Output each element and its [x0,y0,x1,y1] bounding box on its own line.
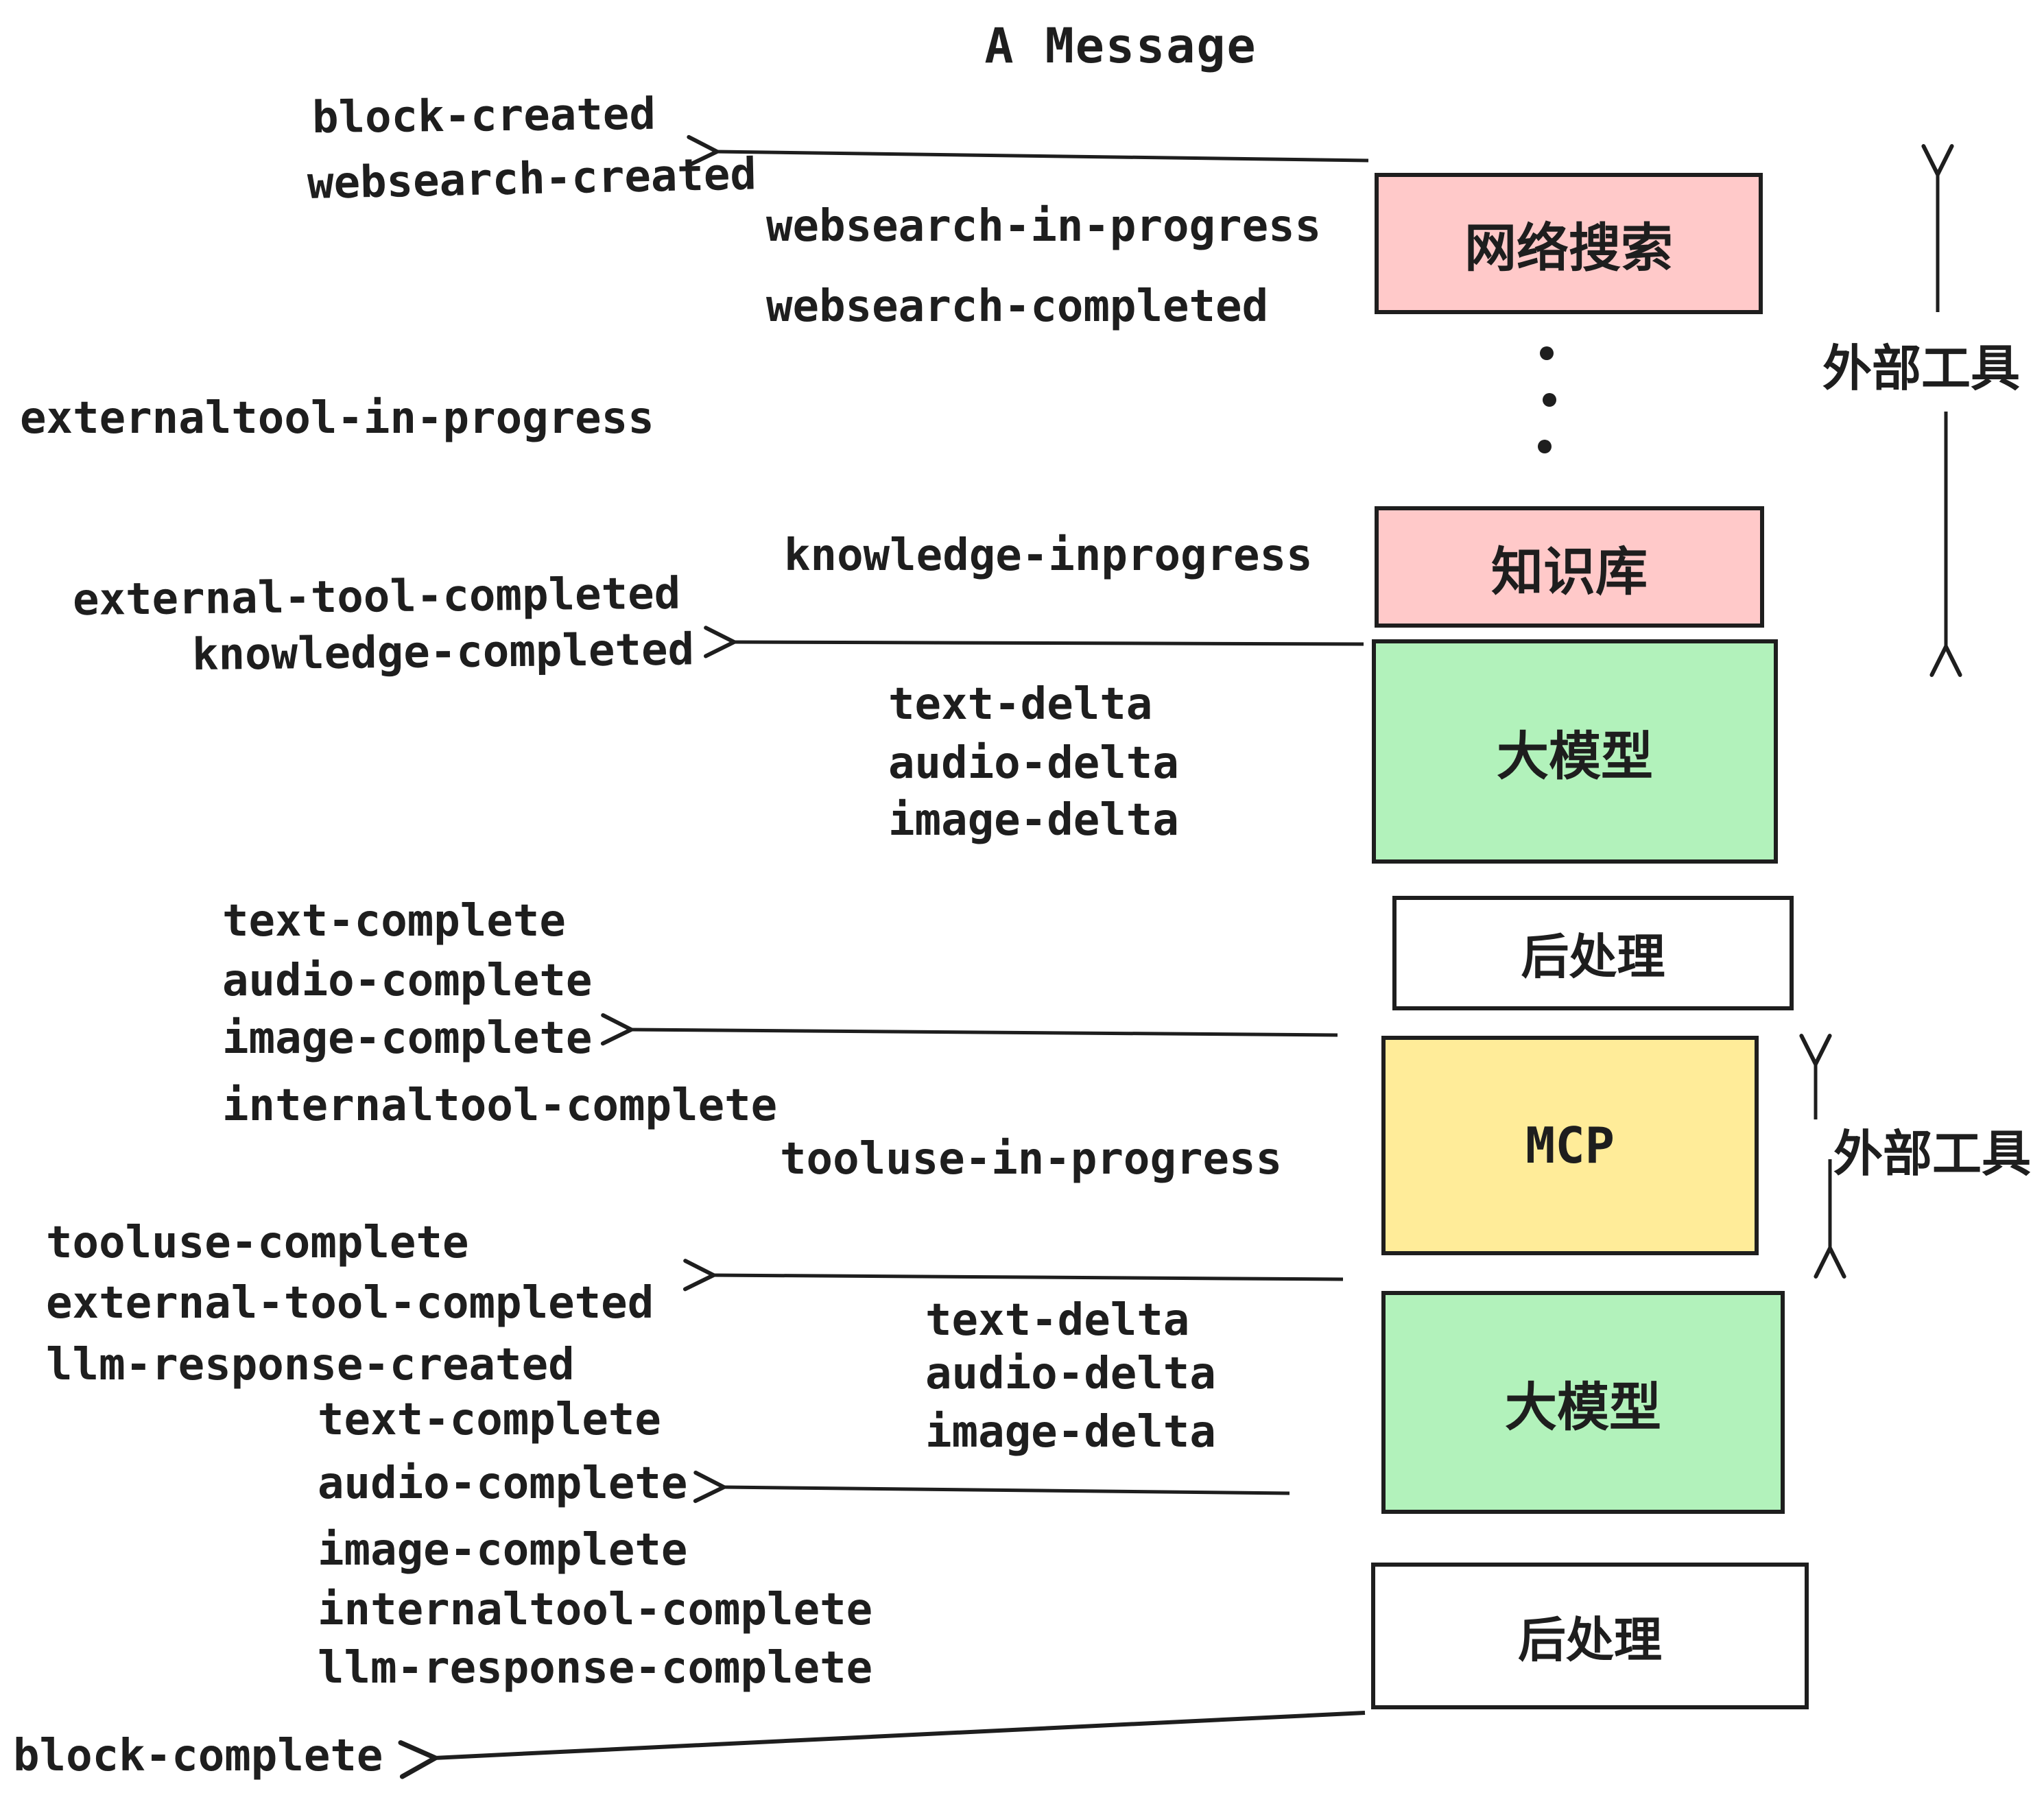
box-llm-2: 大模型 [1381,1291,1785,1514]
event-label-externaltool-in-progress: externaltool-in-progress [20,393,654,444]
event-label-audio-delta-1: audio-delta [888,738,1179,789]
event-label-image-delta-2: image-delta [925,1407,1216,1458]
event-label-internaltool-complete-2: internaltool-complete [318,1585,873,1635]
arrow-to-tooluse-complete [682,1259,1344,1292]
event-label-llm-response-complete: llm-response-complete [318,1643,873,1694]
diagram-title: A Message [984,18,1257,74]
event-label-websearch-completed: websearch-completed [766,281,1269,332]
arrow-to-block-created [686,134,1369,168]
box-websearch-label: 网络搜索 [1464,217,1673,278]
event-label-text-delta-2: text-delta [925,1295,1190,1346]
event-label-knowledge-completed: knowledge-completed [191,624,695,680]
event-label-text-complete-2: text-complete [318,1394,661,1445]
box-websearch: 网络搜索 [1375,173,1763,314]
arrow-to-block-complete [398,1711,1366,1779]
arrow-to-knowledge-completed [703,626,1364,658]
event-label-image-delta-1: image-delta [888,795,1179,846]
event-label-internaltool-complete-1: internaltool-complete [222,1080,778,1131]
box-postprocess-2-label: 后处理 [1518,1611,1662,1668]
event-label-text-delta-1: text-delta [888,679,1153,730]
event-label-text-complete-1: text-complete [222,896,566,947]
event-label-tooluse-in-progress: tooluse-in-progress [780,1134,1283,1185]
event-label-llm-response-created: llm-response-created [46,1340,575,1390]
event-label-websearch-in-progress: websearch-in-progress [766,201,1322,252]
box-mcp: MCP [1381,1036,1759,1255]
box-llm-2-label: 大模型 [1505,1376,1661,1438]
event-label-tooluse-complete: tooluse-complete [46,1218,469,1268]
event-label-knowledge-inprogress: knowledge-inprogress [784,530,1313,581]
event-label-image-complete-2: image-complete [318,1525,688,1576]
event-label-image-complete-1: image-complete [222,1013,593,1064]
event-label-external-tool-completed: external-tool-completed [72,568,681,626]
box-knowledge-label: 知识库 [1491,541,1648,602]
box-postprocess-1-label: 后处理 [1521,929,1665,985]
ellipsis-dots [1538,346,1556,453]
event-label-external-tool-completed-2: external-tool-completed [46,1278,654,1329]
side-label-external-tools-1: 外部工具 [1822,340,2021,397]
event-label-audio-complete-2: audio-complete [318,1458,688,1509]
arrow-to-audio-complete [693,1470,1290,1504]
box-knowledge: 知识库 [1375,506,1764,628]
box-postprocess-1: 后处理 [1392,896,1794,1010]
event-label-block-created: block-created [311,88,656,143]
event-label-audio-delta-2: audio-delta [925,1349,1216,1399]
event-label-block-complete: block-complete [13,1731,383,1781]
box-llm-1: 大模型 [1372,639,1778,864]
event-label-websearch-created: websearch-created [307,149,757,209]
arrow-to-image-complete [600,1013,1338,1046]
box-mcp-label: MCP [1525,1117,1615,1174]
event-label-audio-complete-1: audio-complete [222,956,593,1006]
box-llm-1-label: 大模型 [1497,725,1653,787]
box-postprocess-2: 后处理 [1371,1563,1809,1709]
side-label-external-tools-2: 外部工具 [1833,1125,2032,1183]
